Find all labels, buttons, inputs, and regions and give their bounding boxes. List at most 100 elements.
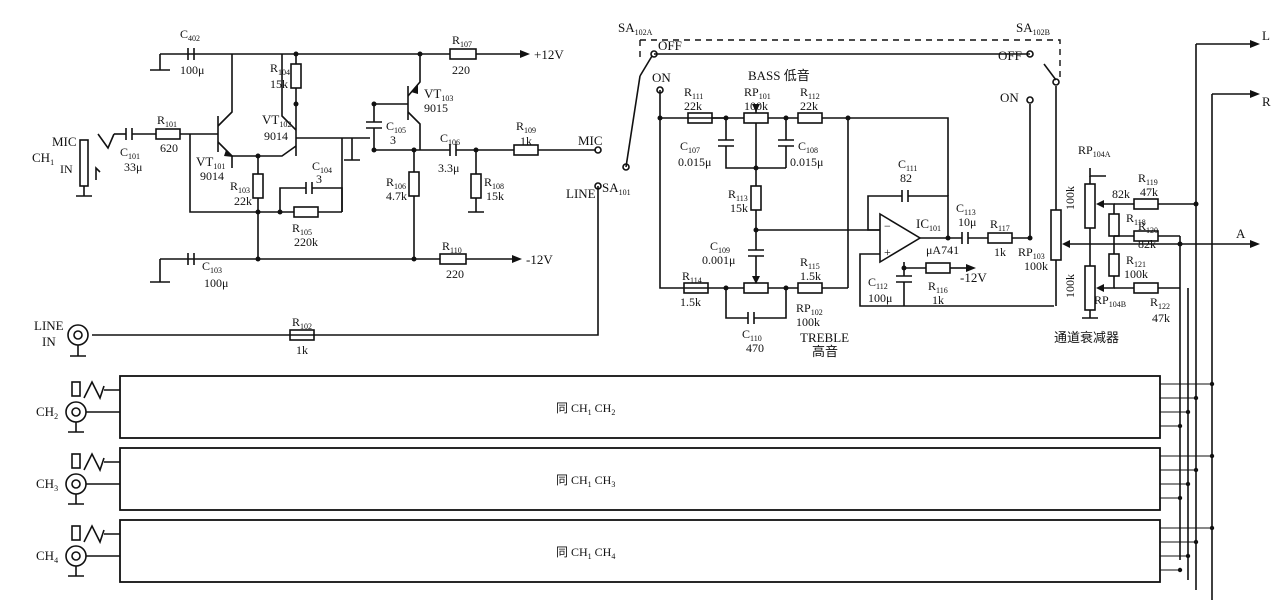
r105-value: 220k [294, 235, 318, 249]
rp104a-label: RP104A [1078, 143, 1111, 159]
resistor-r122: R122 47k [1114, 282, 1180, 325]
channel-box-text: 同 CH1 CH4 [556, 545, 615, 561]
c103-value: 100μ [204, 276, 228, 290]
positive-rail [150, 48, 530, 71]
c112-label: C112 [868, 275, 888, 291]
resistor-r116: R116 1k -12V [904, 262, 987, 307]
negative-rail [150, 253, 522, 283]
c104-label: C104 [312, 159, 332, 175]
r110-label: R110 [442, 239, 462, 255]
transistor-vt101: VT101 9014 [196, 54, 233, 183]
c402-label: C402 [180, 27, 200, 43]
ic101-label: IC101 [916, 216, 941, 233]
resistor-r111: R111 22k [684, 85, 744, 124]
sa102b-label: SA102B [1016, 20, 1050, 37]
mic-switch-label: MIC [578, 133, 603, 148]
r112-label: R112 [800, 85, 820, 101]
c110-value: 470 [746, 341, 764, 355]
line-jack-icon [65, 401, 87, 423]
r102-value: 1k [296, 343, 308, 357]
mic-jack-icon [71, 453, 81, 469]
r114-value: 1.5k [680, 295, 701, 309]
line-in-label-a: LINE [34, 318, 64, 333]
potentiometer-rp102: RP102 100k C110 470 TREBLE 高音 [723, 282, 849, 359]
r121-label: R121 [1126, 253, 1146, 269]
capacitor-c109: C109 0.001μ [702, 239, 764, 284]
channel-label: CH2 [36, 404, 58, 421]
c110-label: C110 [742, 327, 762, 343]
opamp-ic101: − + IC101 μA741 [859, 212, 1054, 307]
r110-value: 220 [446, 267, 464, 281]
r115-value: 1.5k [800, 269, 821, 283]
r109-value: 1k [520, 134, 532, 148]
r106-label: R106 [386, 175, 406, 191]
r113-value: 15k [730, 201, 748, 215]
channel-box [119, 519, 1161, 583]
c109-label: C109 [710, 239, 730, 255]
resistor-r113: R113 15k [728, 185, 880, 250]
resistor-r109: R109 1k MIC [476, 119, 603, 156]
r111-label: R111 [684, 85, 703, 101]
rp102-label: RP102 [796, 301, 823, 317]
r103-value: 22k [234, 194, 252, 208]
capacitor-c112: C112 100μ [868, 262, 912, 306]
r116-label: R116 [928, 279, 948, 295]
c103-label: C103 [202, 259, 222, 275]
c111-label: C111 [898, 157, 917, 173]
r108-value: 15k [486, 189, 504, 203]
rp101-value: 100k [744, 99, 768, 113]
c101-value: 33μ [124, 160, 142, 174]
resistor-r120: R120 82k [1114, 219, 1180, 251]
r119-label: R119 [1138, 171, 1158, 187]
channel-box [119, 375, 1161, 439]
ganged-switch-link [639, 39, 1061, 82]
r118-val-top: 82k [1112, 187, 1130, 201]
capacitor-c103: C103 100μ [187, 253, 228, 290]
resistor-r118: 82k R118 100k [1104, 187, 1148, 289]
c106-label: C106 [440, 131, 460, 147]
r112-value: 22k [800, 99, 818, 113]
transistor-vt103: VT103 9015 [374, 51, 453, 150]
resistor-r115: R115 1.5k [797, 255, 848, 294]
output-r-label: R [1262, 94, 1271, 109]
capacitor-c104: C104 3 [277, 159, 343, 215]
vt103-label: VT103 [424, 86, 453, 103]
channel-label: CH3 [36, 476, 58, 493]
rp104b-value: 100k [1063, 274, 1077, 298]
r116-value: 1k [932, 293, 944, 307]
c105-label: C105 [386, 119, 406, 135]
r121-value-side: 100k [1124, 267, 1148, 281]
mic-jack-label: MIC [52, 134, 77, 149]
resistor-r112: R112 22k [797, 85, 949, 288]
output-l-label: L [1262, 28, 1270, 43]
rp103-value: 100k [1024, 259, 1048, 273]
c105-value: 3 [390, 133, 396, 147]
r122-value: 47k [1152, 311, 1170, 325]
off-label-a: OFF [658, 38, 682, 53]
vt101-value: 9014 [200, 169, 224, 183]
c108-value: 0.015μ [790, 155, 823, 169]
resistor-r108: R108 15k [468, 150, 504, 213]
r109-label: R109 [516, 119, 536, 135]
resistor-r103: R103 22k [230, 173, 264, 262]
r120-value: 82k [1138, 237, 1156, 251]
potentiometer-rp103: RP103 100k A [1018, 209, 1260, 306]
minus12v-opamp-label: -12V [960, 270, 987, 285]
capacitor-c105: C105 3 [366, 101, 406, 150]
rp101-label: RP101 [744, 85, 771, 101]
r115-label: R115 [800, 255, 820, 271]
opamp-plus: + [884, 245, 891, 259]
capacitor-c107: C107 0.015μ [678, 115, 786, 169]
c106-value: 3.3μ [438, 161, 459, 175]
vt101-label: VT101 [196, 154, 225, 171]
c112-value: 100μ [868, 291, 892, 305]
switch-sa102a: SA102A OFF ON [618, 20, 1030, 289]
c113-label: C113 [956, 201, 976, 217]
bass-label: BASS 低音 [748, 68, 810, 83]
mic-jack-icon [71, 525, 81, 541]
c104-value: 3 [316, 172, 322, 186]
opamp-minus: − [884, 219, 891, 233]
